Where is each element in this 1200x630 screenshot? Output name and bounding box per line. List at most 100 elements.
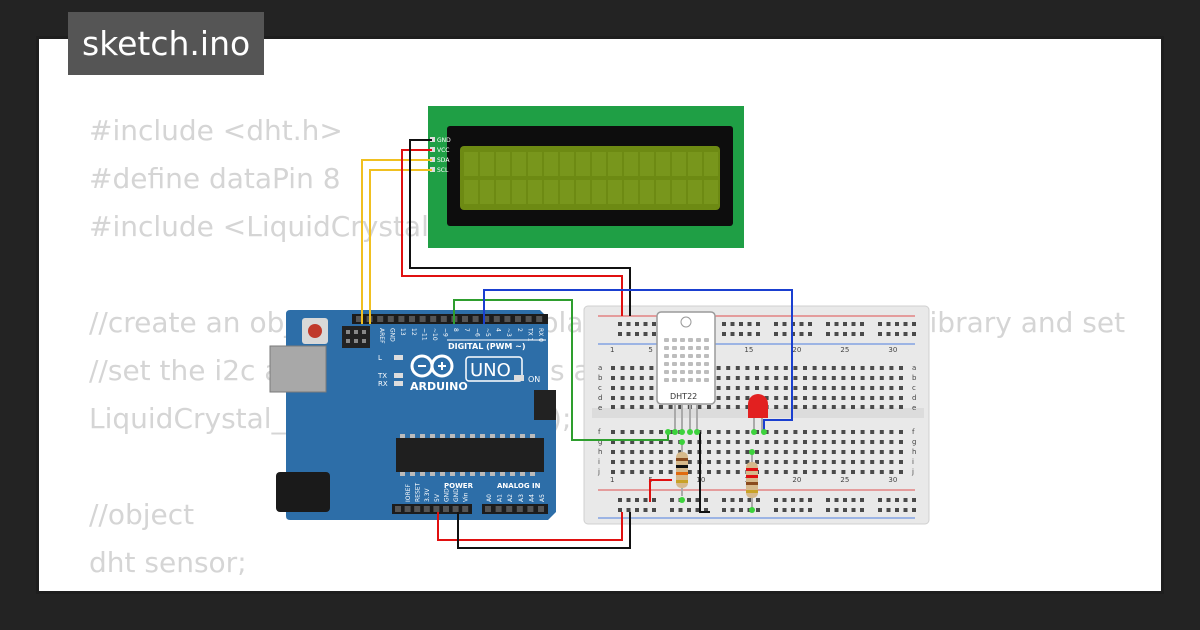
breadboard-rail-hole bbox=[903, 508, 908, 512]
breadboard-rail-hole bbox=[860, 508, 864, 512]
icsp-pins bbox=[346, 330, 366, 343]
breadboard-rail-hole bbox=[747, 332, 752, 336]
wire-scl-yellow[interactable] bbox=[369, 169, 432, 324]
resistor-dht-pullup[interactable] bbox=[676, 442, 688, 496]
breadboard-rail-hole bbox=[912, 322, 916, 326]
dht22-sensor[interactable]: DHT22 bbox=[656, 311, 716, 432]
wire-5v-red[interactable] bbox=[437, 512, 623, 541]
wire-sensor-vcc-red[interactable] bbox=[649, 479, 672, 502]
wire-gnd-black[interactable] bbox=[457, 512, 631, 549]
breadboard-hole bbox=[745, 450, 750, 454]
analog-pin-label: A4 bbox=[528, 494, 535, 502]
breadboard-hole bbox=[889, 366, 894, 370]
breadboard-rail-hole bbox=[652, 322, 656, 326]
chip-leg bbox=[430, 472, 435, 476]
breadboard-rail-hole bbox=[912, 332, 916, 336]
breadboard-hole bbox=[707, 450, 711, 454]
icsp-pin bbox=[354, 330, 358, 334]
wire-sensor-gnd-black[interactable] bbox=[699, 432, 710, 513]
breadboard-hole bbox=[899, 430, 903, 434]
wire-lcd-gnd-black[interactable] bbox=[409, 139, 631, 316]
breadboard-hole bbox=[620, 450, 625, 454]
reset-button[interactable] bbox=[308, 324, 322, 338]
breadboard-hole bbox=[649, 450, 654, 454]
lcd-cell bbox=[464, 180, 478, 204]
filename-tab[interactable]: sketch.ino bbox=[68, 12, 265, 75]
analog-pin-label: A2 bbox=[507, 494, 514, 502]
breadboard-hole bbox=[716, 405, 721, 409]
breadboard-hole bbox=[803, 460, 807, 464]
digital-pin-hole bbox=[462, 316, 468, 322]
chip-leg bbox=[520, 434, 525, 438]
lcd-cell bbox=[576, 152, 590, 176]
dht22-grille-slot bbox=[696, 370, 701, 374]
chip-leg bbox=[410, 434, 415, 438]
lcd-cell bbox=[592, 152, 606, 176]
dht22-grille-slot bbox=[680, 370, 685, 374]
breadboard-hole bbox=[783, 386, 788, 390]
breadboard-rail-hole bbox=[643, 498, 648, 502]
wokwi-logo[interactable]: WOKWi bbox=[976, 524, 1156, 575]
digital-pin-hole bbox=[356, 316, 362, 322]
dht22-grille-slot bbox=[696, 338, 701, 342]
breadboard-hole bbox=[745, 366, 750, 370]
red-led[interactable] bbox=[748, 394, 768, 432]
breadboard-rail-hole bbox=[730, 508, 735, 512]
breadboard-hole bbox=[812, 470, 817, 474]
breadboard-hole bbox=[611, 366, 615, 370]
power-header bbox=[392, 504, 472, 514]
breadboard-rail-hole bbox=[774, 322, 778, 326]
wire-data-green[interactable] bbox=[453, 299, 669, 441]
breadboard-hole bbox=[774, 405, 779, 409]
breadboard-hole bbox=[774, 430, 779, 434]
power-pin-label: 5V bbox=[434, 493, 441, 502]
dht22-grille-slot bbox=[704, 362, 709, 366]
breadboard-hole bbox=[870, 460, 875, 464]
breadboard-hole bbox=[822, 396, 827, 400]
power-pin-label: GND bbox=[453, 488, 460, 502]
breadboard-hole bbox=[841, 430, 846, 434]
breadboard-hole bbox=[611, 396, 615, 400]
breadboard-hole bbox=[851, 470, 855, 474]
dht22-grille-slot bbox=[680, 346, 685, 350]
breadboard-hole bbox=[639, 405, 644, 409]
breadboard-hole bbox=[793, 450, 798, 454]
lcd-cell bbox=[512, 180, 526, 204]
dht22-grille-slot bbox=[696, 378, 701, 382]
breadboard-hole bbox=[774, 376, 779, 380]
breadboard-hole bbox=[889, 450, 894, 454]
breadboard-hole bbox=[870, 440, 875, 444]
breadboard-hole bbox=[774, 386, 779, 390]
breadboard-hole bbox=[726, 450, 731, 454]
chip-leg bbox=[470, 434, 475, 438]
breadboard-hole bbox=[611, 440, 615, 444]
breadboard-hole bbox=[831, 440, 836, 444]
breadboard-rail-hole bbox=[903, 332, 908, 336]
breadboard-hole bbox=[620, 430, 625, 434]
lcd-cell bbox=[672, 180, 686, 204]
breadboard-row-letter: e bbox=[912, 404, 916, 412]
breadboard-rail-hole bbox=[826, 322, 830, 326]
chip-leg bbox=[490, 472, 495, 476]
uno-badge bbox=[465, 356, 523, 382]
wire-led-blue[interactable] bbox=[483, 289, 793, 432]
breadboard-rail-hole bbox=[635, 508, 639, 512]
digital-pin-hole bbox=[440, 316, 447, 322]
digital-pin-hole bbox=[398, 316, 405, 322]
breadboard-hole bbox=[755, 440, 759, 444]
breadboard-hole bbox=[803, 430, 807, 434]
code-line: #define dataPin 8 bbox=[89, 162, 341, 195]
power-pin-hole bbox=[423, 506, 430, 512]
wire-sda-yellow[interactable] bbox=[361, 159, 432, 324]
resistor-led[interactable] bbox=[746, 452, 758, 508]
breadboard-hole bbox=[735, 376, 740, 380]
lcd-cell bbox=[640, 152, 654, 176]
breadboard-hole bbox=[639, 430, 644, 434]
dht22-grille-slot bbox=[688, 346, 693, 350]
chip-leg bbox=[460, 472, 465, 476]
analog-pin-hole bbox=[516, 506, 523, 512]
breadboard-hole bbox=[899, 405, 903, 409]
